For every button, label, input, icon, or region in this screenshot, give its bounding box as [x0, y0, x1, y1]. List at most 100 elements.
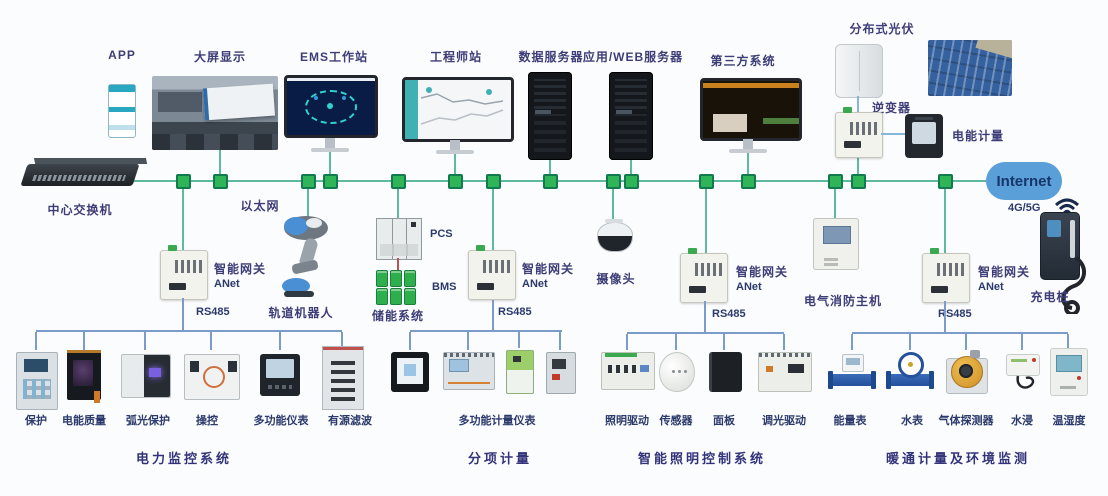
internet-cloud: Internet	[986, 162, 1062, 200]
gateway-4-model: ANet	[978, 281, 1004, 293]
drop	[341, 332, 343, 346]
link-third-party	[747, 153, 749, 180]
gateway-1-model: ANet	[214, 278, 240, 290]
din-rail-meter	[443, 352, 495, 390]
lighting-driver	[601, 352, 655, 390]
bus-node	[176, 174, 191, 189]
control-room-structure	[158, 92, 202, 112]
link-pcs-battery	[397, 258, 399, 270]
drop	[518, 332, 520, 348]
water-leak-sensor	[1000, 352, 1044, 396]
bus-node	[391, 174, 406, 189]
battery-cell	[404, 270, 416, 287]
rail-robot-label: 轨道机器人	[268, 306, 334, 320]
device-label: 操控	[196, 415, 218, 427]
cellular-label: 4G/5G	[1008, 202, 1041, 214]
bus-node	[323, 174, 338, 189]
drop	[83, 332, 85, 350]
link-rail-robot	[307, 182, 309, 218]
control-room-screen	[202, 83, 276, 121]
active-filter-cabinet	[322, 346, 364, 410]
control-panel	[709, 352, 742, 392]
link-gateway-4	[944, 182, 946, 253]
charging-cable	[1061, 256, 1086, 314]
device-label: 照明驱动	[605, 415, 649, 427]
inverter-device	[835, 107, 883, 158]
dimming-driver	[758, 352, 812, 392]
gateway-2	[468, 245, 516, 300]
water-meter	[886, 352, 934, 396]
rs485-label-1: RS485	[196, 306, 230, 318]
control-unit	[184, 354, 240, 400]
drop	[675, 334, 677, 350]
drop	[723, 334, 725, 350]
gateway-3	[680, 248, 728, 303]
rs485-label-4: RS485	[938, 308, 972, 320]
rail-robot-image	[282, 216, 328, 297]
bus-node	[543, 174, 558, 189]
leak-cable	[1016, 375, 1035, 389]
power-quality-meter	[67, 350, 101, 400]
bms-label: BMS	[432, 281, 457, 293]
drop	[35, 332, 37, 350]
protection-relay	[16, 352, 58, 410]
web-server-tower	[609, 72, 653, 160]
link-bigscreen	[219, 150, 221, 180]
drop	[1021, 334, 1023, 350]
fire-host-label: 电气消防主机	[803, 294, 883, 308]
pcs-cabinet	[376, 218, 422, 260]
battery-cell	[376, 270, 388, 287]
link-gateway-3	[705, 182, 707, 253]
trend-chart	[420, 87, 504, 125]
device-label: 有源滤波	[328, 415, 372, 427]
rs485-bus-1	[36, 330, 342, 332]
drop	[626, 334, 628, 350]
drop	[783, 334, 785, 350]
drop	[279, 332, 281, 350]
device-label: 水表	[901, 415, 923, 427]
bus-node	[301, 174, 316, 189]
rs485-bus-3	[627, 332, 784, 334]
storage-system-label: 储能系统	[371, 309, 425, 323]
camera-label: 摄像头	[596, 272, 636, 286]
link-pcs	[397, 182, 399, 218]
drop	[851, 334, 853, 350]
group-title-hvac-environment: 暖通计量及环境监测	[885, 451, 1031, 466]
ethernet-label: 以太网	[240, 199, 280, 213]
gateway-3-model: ANet	[736, 281, 762, 293]
ethernet-bus-line	[130, 180, 990, 182]
bus-node	[938, 174, 953, 189]
group-title-sub-metering: 分项计量	[467, 451, 533, 466]
link-gateway-1	[182, 182, 184, 250]
link-web-server	[630, 160, 632, 180]
pv-combiner-box	[835, 44, 883, 98]
core-switch-label: 中心交换机	[47, 203, 113, 217]
big-screen-label: 大屏显示	[193, 50, 247, 64]
ems-dashboard-ring	[305, 90, 357, 124]
link-data-server	[549, 160, 551, 180]
energy-meter-device	[905, 114, 943, 158]
camera-dome	[597, 219, 633, 252]
distributed-pv-label: 分布式光伏	[849, 22, 915, 36]
control-room-desks	[152, 134, 278, 150]
gateway-3-label: 智能网关	[736, 265, 789, 279]
device-label: 多功能仪表	[253, 415, 309, 427]
charging-pile	[1040, 212, 1080, 280]
battery-cell	[376, 288, 388, 305]
gateway-1-label: 智能网关	[214, 262, 267, 276]
link-inverter-meter	[881, 133, 905, 135]
drop	[409, 332, 411, 350]
engineer-app-sidebar	[405, 80, 418, 139]
device-label: 面板	[713, 415, 735, 427]
third-party-label: 第三方系统	[710, 54, 776, 68]
rs485-label-3: RS485	[712, 308, 746, 320]
link-ems-workstation	[329, 152, 331, 180]
engineer-station-monitor	[402, 77, 514, 142]
charging-pile-label: 充电桩	[1030, 290, 1070, 304]
link-inverter	[857, 158, 859, 180]
data-server-tower	[528, 72, 572, 160]
device-label: 温湿度	[1052, 415, 1086, 427]
big-screen-photo	[152, 76, 278, 150]
arc-protection-device	[121, 354, 171, 398]
